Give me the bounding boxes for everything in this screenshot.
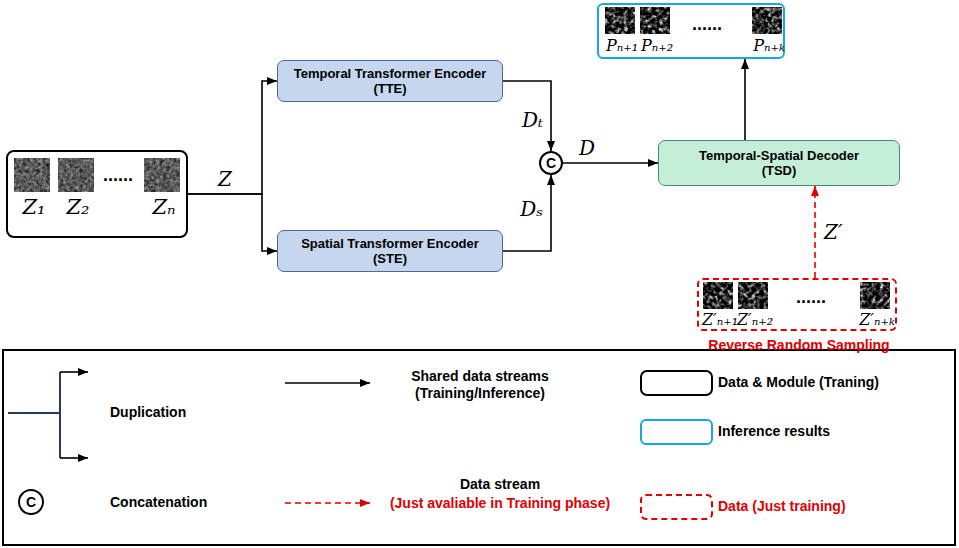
connector xyxy=(188,194,277,251)
node-text: Z′ₙ₊₁ xyxy=(702,311,738,329)
legend-text: Inference results xyxy=(718,423,830,440)
connector xyxy=(744,59,746,140)
legend-text: Concatenation xyxy=(110,494,207,511)
encoder-box: Temporal Transformer Encoder(TTE) xyxy=(277,60,503,102)
duplication-symbol xyxy=(60,457,88,459)
node-text: Pₙ₊ₖ xyxy=(753,37,785,55)
concat-circle: C xyxy=(539,151,563,175)
frame-image xyxy=(58,158,94,192)
frame-image xyxy=(144,158,180,192)
node-text: Pₙ₊₁ xyxy=(606,37,638,55)
connector xyxy=(563,162,658,164)
node-subtitle: (TTE) xyxy=(373,81,406,96)
frame-image xyxy=(738,282,768,309)
node-title: C xyxy=(546,155,556,171)
legend-sample xyxy=(641,371,712,395)
node-title: Temporal-Spatial Decoder xyxy=(699,148,859,163)
frame-image xyxy=(605,7,635,34)
legend-arrow xyxy=(285,382,370,384)
edge-label: Z′ xyxy=(823,222,843,243)
node-text: Zₙ xyxy=(152,196,175,219)
inference-results-box: Pₙ₊₁Pₙ₊₂...... Pₙ₊ₖ xyxy=(597,3,785,59)
frame-image xyxy=(752,7,782,34)
edge-label: D xyxy=(578,138,596,159)
legend-sample xyxy=(641,420,712,444)
training-data-box: Z′ₙ₊₁Z′ₙ₊₂......Z′ₙ₊ₖReverse Random Samp… xyxy=(697,278,897,331)
frame-image xyxy=(14,158,50,192)
legend-note: (Just avaliable in Training phase) xyxy=(390,495,610,512)
node-text: Z₂ xyxy=(66,196,89,219)
legend-text: Data & Module (Traning) xyxy=(718,374,879,391)
legend-text: Duplication xyxy=(110,404,186,421)
node-text: Pₙ₊₂ xyxy=(641,37,673,55)
node-text: Z₁ xyxy=(22,196,45,219)
concat-symbol xyxy=(19,490,43,514)
legend-text: Shared data streams (Training/Inference) xyxy=(390,368,570,402)
frame-image xyxy=(860,282,890,309)
frame-image xyxy=(703,282,733,309)
connector xyxy=(503,175,551,251)
node-title: Temporal Transformer Encoder xyxy=(294,66,487,81)
edge-label: Dₜ xyxy=(521,110,544,131)
connector xyxy=(503,81,551,151)
frame-image xyxy=(640,7,670,34)
legend-sample xyxy=(641,495,712,519)
legend-frame xyxy=(3,350,955,545)
node-text: ...... xyxy=(103,166,133,184)
connector xyxy=(814,186,816,278)
node-text: Z′ₙ₊ₖ xyxy=(859,311,895,329)
legend-text: Data (Just training) xyxy=(718,498,846,515)
connector xyxy=(188,81,277,194)
duplication-symbol xyxy=(60,371,88,373)
decoder-box: Temporal-Spatial Decoder(TSD) xyxy=(658,140,900,186)
node-text: Reverse Random Sampling xyxy=(708,337,889,354)
concat-symbol-text: C xyxy=(26,494,36,510)
node-subtitle: (TSD) xyxy=(762,163,797,178)
node-title: Spatial Transformer Encoder xyxy=(301,236,479,251)
duplication-symbol xyxy=(8,372,60,458)
input-frames-box: Z₁ Z₂...... Zₙ xyxy=(6,150,188,238)
edge-label: Z xyxy=(217,169,233,190)
encoder-box: Spatial Transformer Encoder(STE) xyxy=(277,230,503,272)
legend-text: Data stream xyxy=(460,476,540,493)
legend-arrow xyxy=(285,502,370,504)
node-text: ...... xyxy=(692,15,722,33)
node-text: Z′ₙ₊₂ xyxy=(737,311,773,329)
edge-label: Dₛ xyxy=(519,199,544,220)
node-subtitle: (STE) xyxy=(373,251,407,266)
node-text: ...... xyxy=(796,288,826,306)
